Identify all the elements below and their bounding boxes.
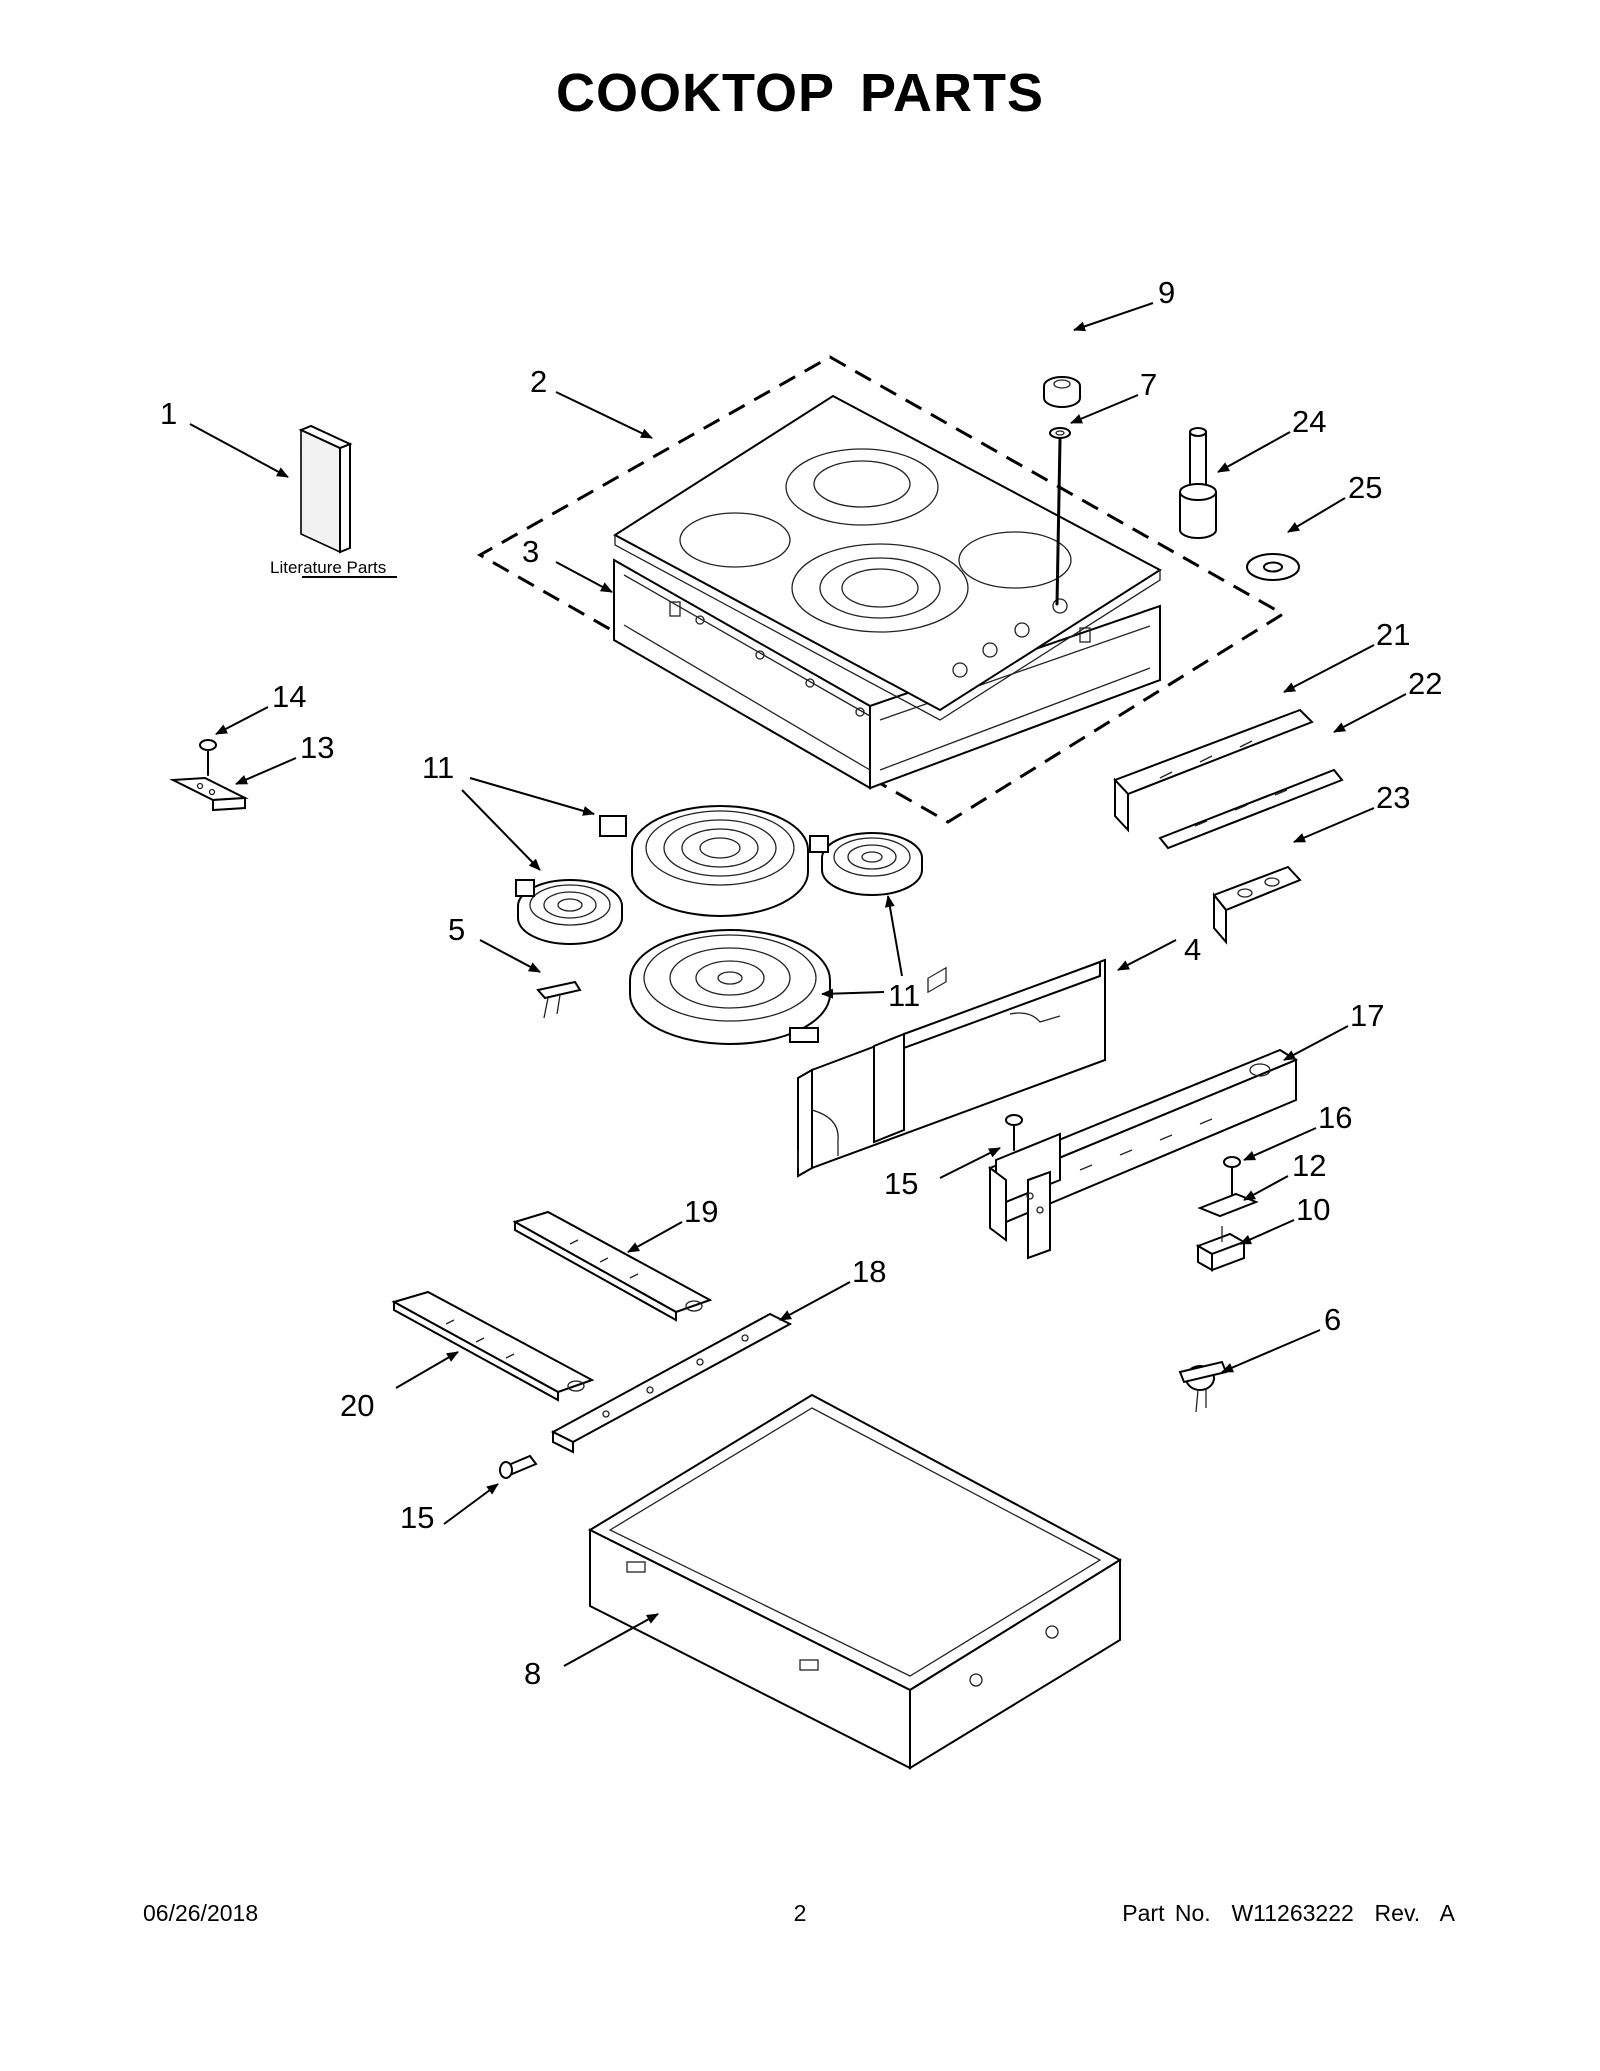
callout-8: 8 [524,1656,541,1691]
part-7-washer [1049,427,1071,439]
part-6-limiter [1178,1360,1228,1413]
part-13-mount-bracket [169,776,249,812]
part-8-chassis-box [587,966,1123,1770]
callout-20: 20 [340,1388,374,1423]
knob-shaft-line [1055,438,1062,606]
footer-page-number: 2 [793,1900,807,1926]
part-12-plate [1197,1192,1259,1218]
part-4-divider-panel [797,958,1106,1178]
footer-date: 06/26/2018 [143,1900,259,1926]
callout-6: 6 [1324,1302,1341,1337]
callout-19: 19 [684,1194,718,1229]
part-22-bracket-strip [1158,768,1344,850]
part-14-screw [199,739,217,776]
part-10-switch [1195,1226,1247,1272]
part-25-ring [1246,553,1300,581]
callout-3: 3 [522,534,539,569]
part-23-cover-plate [1212,865,1302,945]
literature-parts-label: Literature Parts [270,558,386,577]
part-18-crossbar [550,1312,793,1454]
callout-24: 24 [1292,404,1326,439]
part-17-rail [987,1048,1299,1260]
part-20-bracket [391,1290,595,1402]
part-1-literature: Literature Parts [270,424,397,578]
callout-13: 13 [300,730,334,765]
callout-25: 25 [1348,470,1382,505]
part-15-screw-lower [499,1454,538,1479]
part-21-bracket [1113,708,1314,833]
part-9-knob [1043,376,1081,408]
callout-16: 16 [1318,1100,1352,1135]
callout-11-b: 11 [888,978,920,1013]
callout-5: 5 [448,912,465,947]
callout-4: 4 [1184,932,1201,967]
part-2-cooktop-glass-assembly [476,355,1286,824]
part-24-cylinder [1179,427,1217,539]
part-15-screw-upper [1005,1114,1023,1151]
callout-11-a: 11 [422,750,454,785]
callout-10: 10 [1296,1192,1330,1227]
callout-leaders [189,302,1407,1667]
part-11-large-element [599,805,809,917]
part-19-bracket [512,1210,713,1322]
callout-12: 12 [1292,1148,1326,1183]
footer-part-number: Part No. W11263222 Rev. A [1122,1900,1455,1926]
callout-17: 17 [1350,998,1384,1033]
callout-9: 9 [1158,275,1175,310]
callout-2: 2 [530,364,547,399]
part-5-clip [536,980,582,1019]
callout-21: 21 [1376,617,1410,652]
callout-18: 18 [852,1254,886,1289]
callout-7: 7 [1140,367,1157,402]
page-title: COOKTOP PARTS [555,63,1045,123]
callout-15-b: 15 [400,1500,434,1535]
part-11-small-element-left [515,879,623,945]
callout-22: 22 [1408,666,1442,701]
part-11-dual-element [629,929,831,1045]
part-16-screw [1223,1156,1241,1197]
callout-14: 14 [272,679,306,714]
part-11-small-element-right [809,832,923,896]
callout-15-a: 15 [884,1166,918,1201]
callout-numbers: 1 2 3 4 5 6 7 8 9 10 11 11 12 13 14 15 1… [160,275,1442,1691]
callout-1: 1 [160,396,177,431]
callout-23: 23 [1376,780,1410,815]
